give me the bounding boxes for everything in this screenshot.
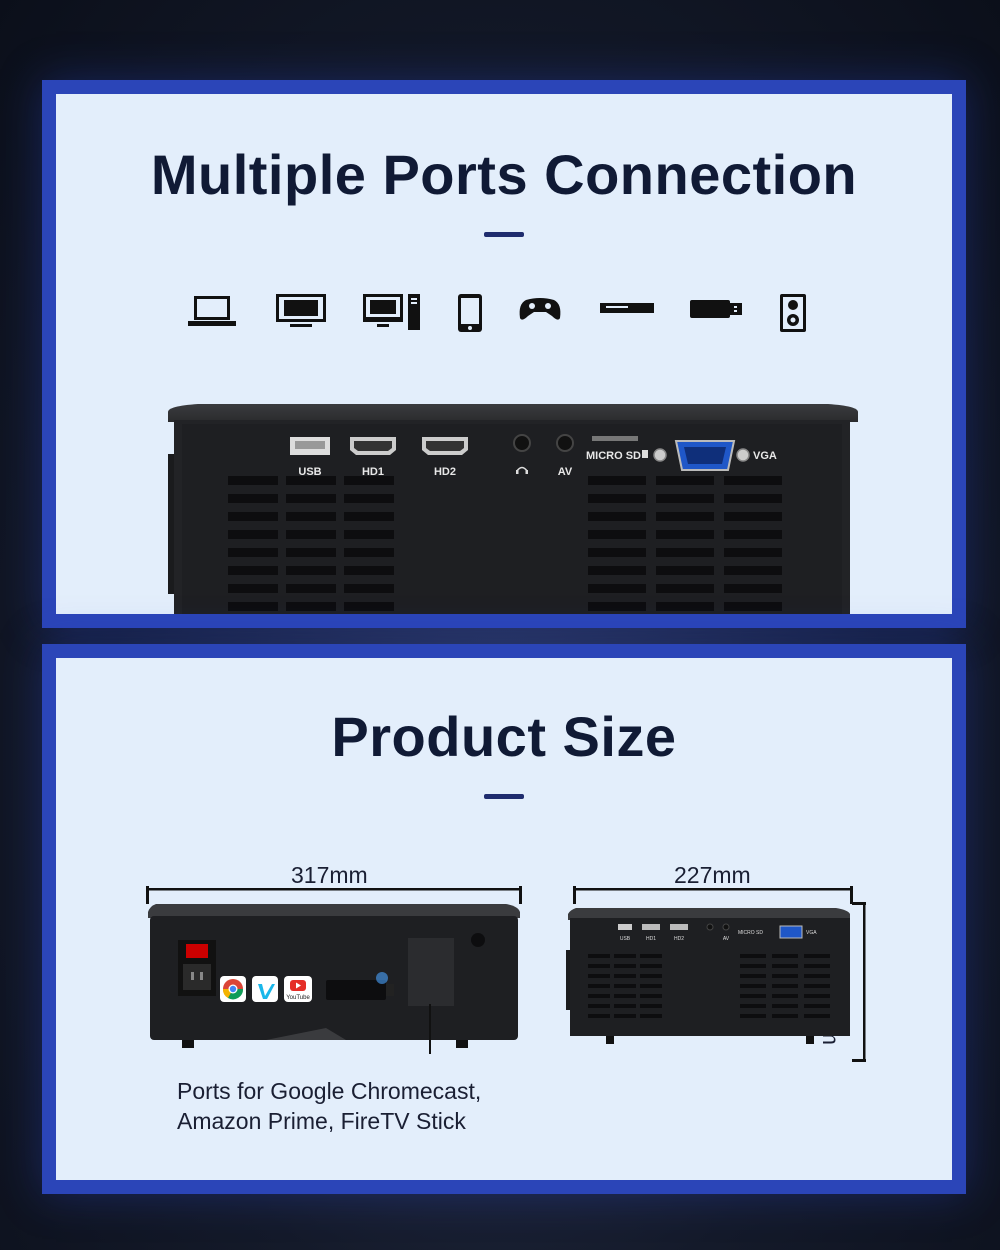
youtube-text: YouTube [286,995,310,1001]
left-vent-grille [228,476,394,611]
desktop-pc-icon [363,294,420,330]
micro-sd-label: MICRO SD [586,450,641,462]
vga-label: VGA [753,450,777,462]
size-panel: Product Size 317mm 227mm 118mm [42,644,966,1194]
width-dimension-bracket [146,886,522,904]
ports-panel: Multiple Ports Connection [42,80,966,628]
hd1-label: HD1 [362,466,384,478]
depth-dimension-label: 227mm [674,862,751,888]
ports-panel-inner: Multiple Ports Connection [56,94,952,614]
right-vent-grille [588,476,782,611]
av-label: AV [558,466,573,478]
width-dimension-label: 317mm [291,862,368,888]
usb-label: USB [298,466,321,478]
streaming-ports-caption: Ports for Google Chromecast, Amazon Prim… [177,1076,481,1136]
small-usb-label: USB [620,936,631,942]
projector-rear-view: USB HD1 HD2 AV MICRO SD VGA [168,404,858,614]
streaming-stick [326,980,386,1000]
small-av-label: AV [723,936,730,942]
monitor-icon [276,294,326,327]
projector-rear-small-view: USB HD1 HD2 AV MICRO SD VGA [566,908,850,1044]
small-hd2-label: HD2 [674,936,684,942]
small-hd1-label: HD1 [646,936,656,942]
vimeo-icon [252,976,278,1002]
av-jack [556,434,574,452]
title-divider [484,232,524,237]
projector-side-view: YouTube [148,904,520,1054]
gamepad-icon [519,298,561,320]
power-switch [186,944,208,958]
micro-sd-slot [592,436,638,441]
dvd-player-icon [600,303,654,313]
headphone-icon [516,466,528,472]
depth-dimension-bracket [573,886,853,904]
title-divider [484,794,524,799]
laptop-icon [188,296,236,326]
small-micro-sd-label: MICRO SD [738,930,763,936]
speaker-icon [780,294,806,332]
size-title: Product Size [331,705,677,768]
headphone-jack [513,434,531,452]
height-dimension-bracket [852,902,866,1062]
ports-title: Multiple Ports Connection [150,143,858,206]
device-icon-row [56,294,952,338]
caption-line-2: Amazon Prime, FireTV Stick [177,1108,466,1134]
size-panel-inner: Product Size 317mm 227mm 118mm [56,658,952,1180]
usb-stick-icon [690,300,742,318]
smartphone-icon [458,294,482,332]
small-vga-label: VGA [806,930,817,936]
hd2-label: HD2 [434,466,456,478]
dongle-compartment-door [408,938,454,1006]
caption-line-1: Ports for Google Chromecast, [177,1078,482,1104]
